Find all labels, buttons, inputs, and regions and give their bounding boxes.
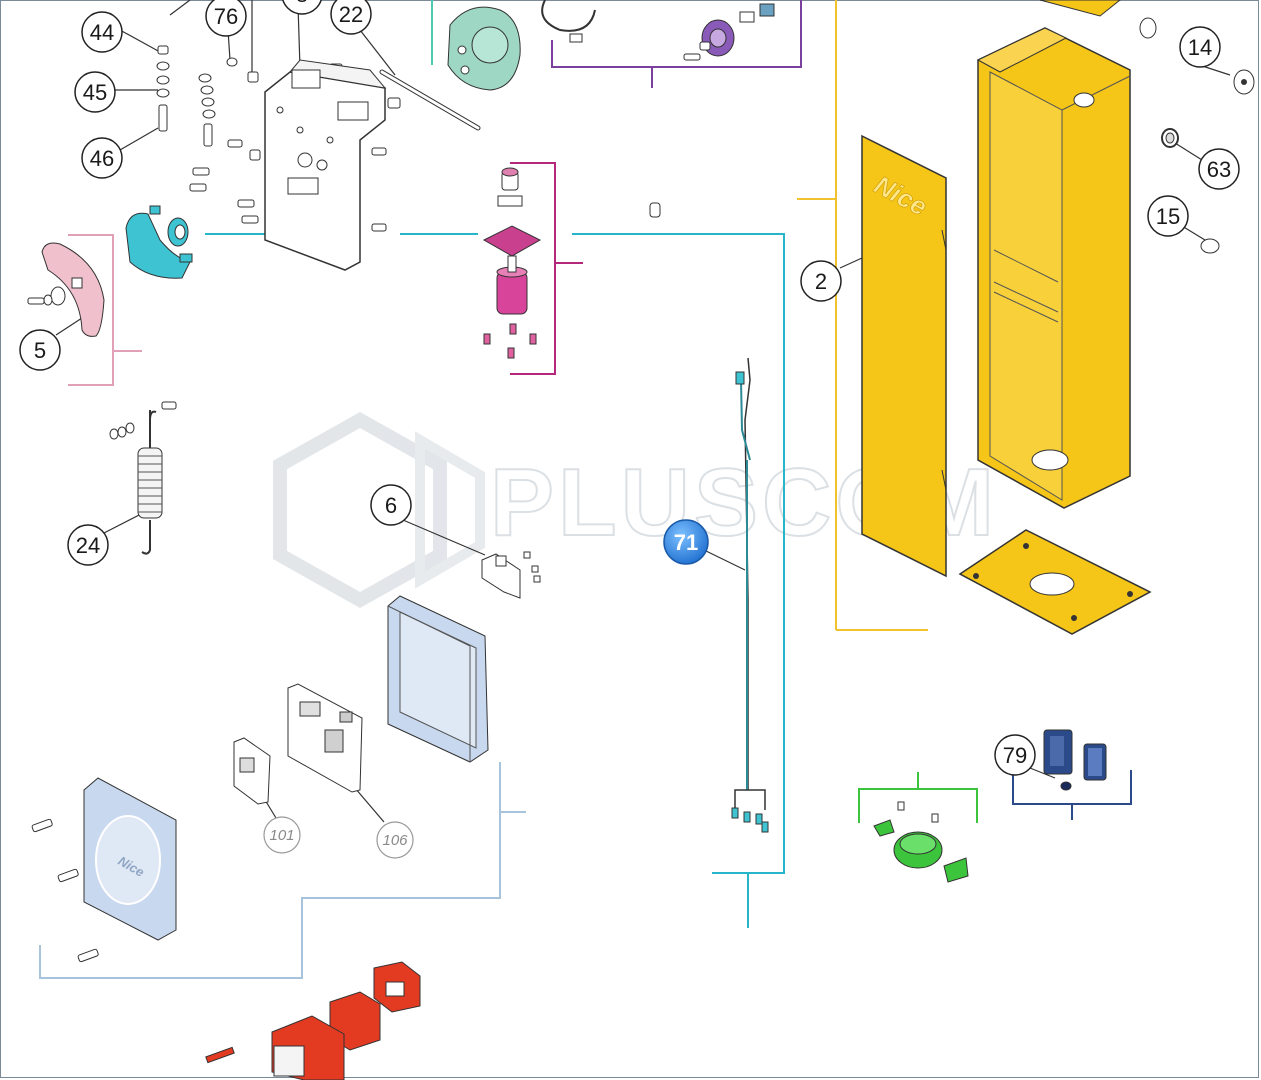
cam-lever-pink: [27, 242, 105, 337]
motor-mount-plate: [264, 59, 387, 271]
shaft-part: [379, 69, 481, 131]
pink-group-bracket: [68, 234, 142, 386]
cyan-group-lines: [205, 233, 785, 928]
callout-44-label: 44: [90, 20, 114, 45]
top-cap-yellow: [1039, 0, 1121, 17]
washer-63: [1161, 128, 1179, 148]
callout-15-label: 15: [1156, 204, 1180, 229]
spring-part: [109, 401, 177, 555]
callout-45-label: 45: [83, 80, 107, 105]
callout-2-label: 2: [815, 269, 827, 294]
callout-101-label: 101: [269, 827, 294, 844]
callouts: 44 45 46 76 8 22 5 24: [19, 0, 1240, 859]
circuit-board: [287, 683, 363, 793]
callout-106[interactable]: 106: [376, 821, 414, 859]
callout-45[interactable]: 45: [74, 71, 116, 113]
transformer-assembly-red: [205, 961, 421, 1080]
callout-5[interactable]: 5: [19, 329, 61, 371]
callout-79-label: 79: [1003, 743, 1027, 768]
callout-24-label: 24: [76, 533, 100, 558]
callout-63[interactable]: 63: [1198, 148, 1240, 190]
callout-6[interactable]: 6: [370, 484, 412, 526]
callout-22-label: 22: [339, 2, 363, 27]
green-group-bracket: [858, 772, 978, 823]
callout-101[interactable]: 101: [263, 816, 301, 854]
callout-76[interactable]: 76: [205, 0, 247, 37]
flashing-light-green: [873, 801, 969, 883]
cover-screws: [31, 818, 99, 963]
lock-cylinder-14: [1139, 17, 1255, 95]
callout-15[interactable]: 15: [1147, 195, 1189, 237]
callout-24[interactable]: 24: [67, 524, 109, 566]
callout-44[interactable]: 44: [81, 11, 123, 53]
callout-71-highlighted[interactable]: 71: [663, 519, 709, 565]
control-box-cover: Nice: [83, 777, 177, 941]
callout-6-label: 6: [385, 493, 397, 518]
callout-46[interactable]: 46: [81, 137, 123, 179]
callout-46-label: 46: [90, 146, 114, 171]
encoder-assembly: [683, 3, 775, 61]
small-spacer: [649, 202, 661, 218]
magenta-group-bracket: [510, 162, 583, 375]
wire-clip: [541, 0, 596, 43]
purple-group-bracket: [551, 0, 802, 88]
callout-63-label: 63: [1207, 157, 1231, 182]
cap-15: [1200, 238, 1220, 254]
receiver-module: [233, 737, 271, 805]
clamp-bracket-cyan: [125, 205, 193, 279]
callout-22[interactable]: 22: [330, 0, 372, 35]
callout-2[interactable]: 2: [800, 260, 842, 302]
magnet-holder-navy: [1043, 729, 1107, 791]
front-panel-yellow: Nice: [861, 134, 947, 578]
hardware-stack-left: [156, 45, 259, 132]
callout-8-label: 8: [296, 0, 308, 7]
gear-housing-teal: [447, 6, 521, 91]
small-bracket: [481, 551, 541, 599]
hardware-stack-center: [189, 63, 387, 232]
callout-79[interactable]: 79: [994, 734, 1036, 776]
callout-106-label: 106: [382, 832, 408, 849]
wire-harness: [731, 357, 769, 833]
callout-71-label: 71: [674, 530, 698, 555]
callout-5-label: 5: [34, 338, 46, 363]
leader-lines: [55, 0, 1231, 823]
motor-magenta: [482, 167, 542, 359]
callout-8[interactable]: 8: [282, 0, 322, 15]
lightblue-group-lines: [39, 762, 526, 979]
callout-14-label: 14: [1188, 35, 1212, 60]
callout-14[interactable]: 14: [1179, 26, 1221, 68]
base-plate-yellow: [958, 529, 1152, 635]
barrier-cabinet-yellow: [976, 27, 1131, 509]
callout-76-label: 76: [214, 4, 238, 29]
navy-group-bracket: [1012, 770, 1132, 820]
control-box-housing: [387, 595, 489, 763]
yellow-group-bracket: [797, 0, 928, 631]
